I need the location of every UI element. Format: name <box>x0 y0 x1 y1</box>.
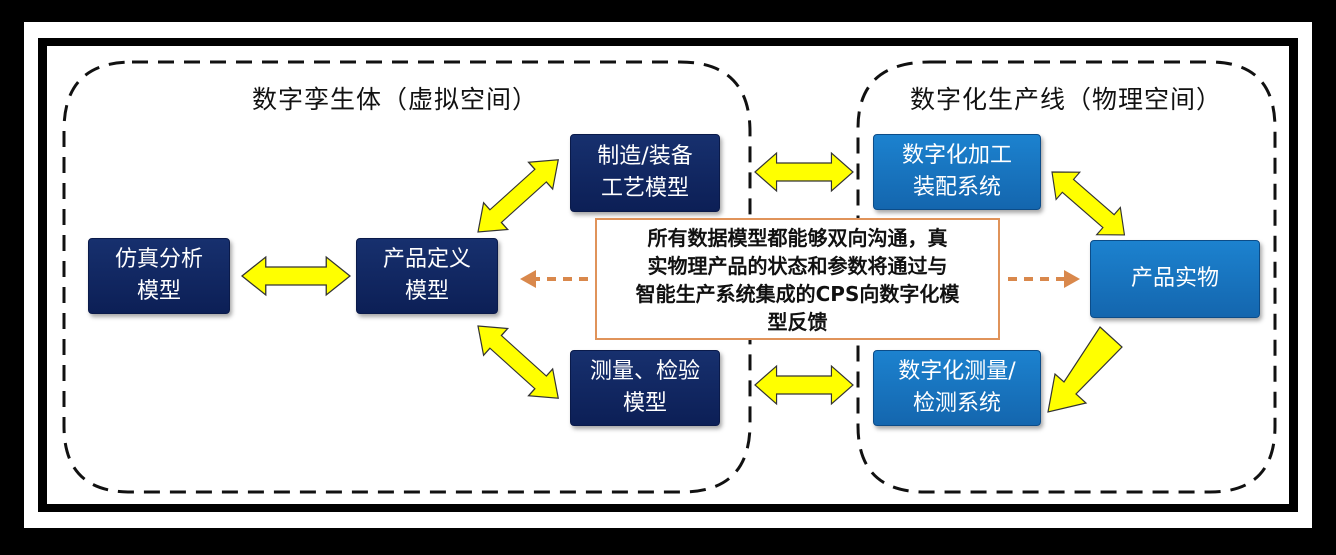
digital-assembly-box: 数字化加工 装配系统 <box>873 134 1041 210</box>
arrow-simulation-productdef <box>241 256 351 296</box>
product-definition-label: 产品定义 模型 <box>382 247 471 304</box>
arrow-measurement-digitalmeasure <box>754 365 854 405</box>
dashed-arrow-left-head <box>520 270 536 288</box>
product-definition-box: 产品定义 模型 <box>356 238 498 314</box>
measurement-model-label: 测量、检验 模型 <box>589 359 700 416</box>
physical-space-title: 数字化生产线（物理空间） <box>910 85 1223 114</box>
bidirectional-note: 所有数据模型都能够双向沟通，真 实物理产品的状态和参数将通过与 智能生产系统集成… <box>595 218 1000 340</box>
measurement-model-box: 测量、检验 模型 <box>570 350 720 426</box>
manufacturing-process-box: 制造/装备 工艺模型 <box>570 134 720 212</box>
simulation-model-label: 仿真分析 模型 <box>114 247 203 304</box>
product-physical-box: 产品实物 <box>1090 240 1260 318</box>
virtual-space-title: 数字孪生体（虚拟空间） <box>252 85 539 114</box>
arrow-physical-to-digitalmeasure <box>1047 326 1123 413</box>
arrow-productdef-process <box>465 145 571 247</box>
arrow-productdef-measurement <box>465 311 571 413</box>
product-physical-label: 产品实物 <box>1130 266 1219 291</box>
manufacturing-process-label: 制造/装备 工艺模型 <box>597 144 693 201</box>
digital-assembly-label: 数字化加工 装配系统 <box>901 143 1012 200</box>
digital-measurement-box: 数字化测量/ 检测系统 <box>873 350 1041 426</box>
physical-space-boundary <box>856 60 1277 494</box>
digital-measurement-label: 数字化测量/ 检测系统 <box>898 359 1016 416</box>
simulation-model-box: 仿真分析 模型 <box>88 238 230 314</box>
arrow-process-assembly <box>754 152 854 192</box>
arrow-assembly-physical <box>1039 157 1137 250</box>
dashed-arrow-right-head <box>1064 270 1080 288</box>
